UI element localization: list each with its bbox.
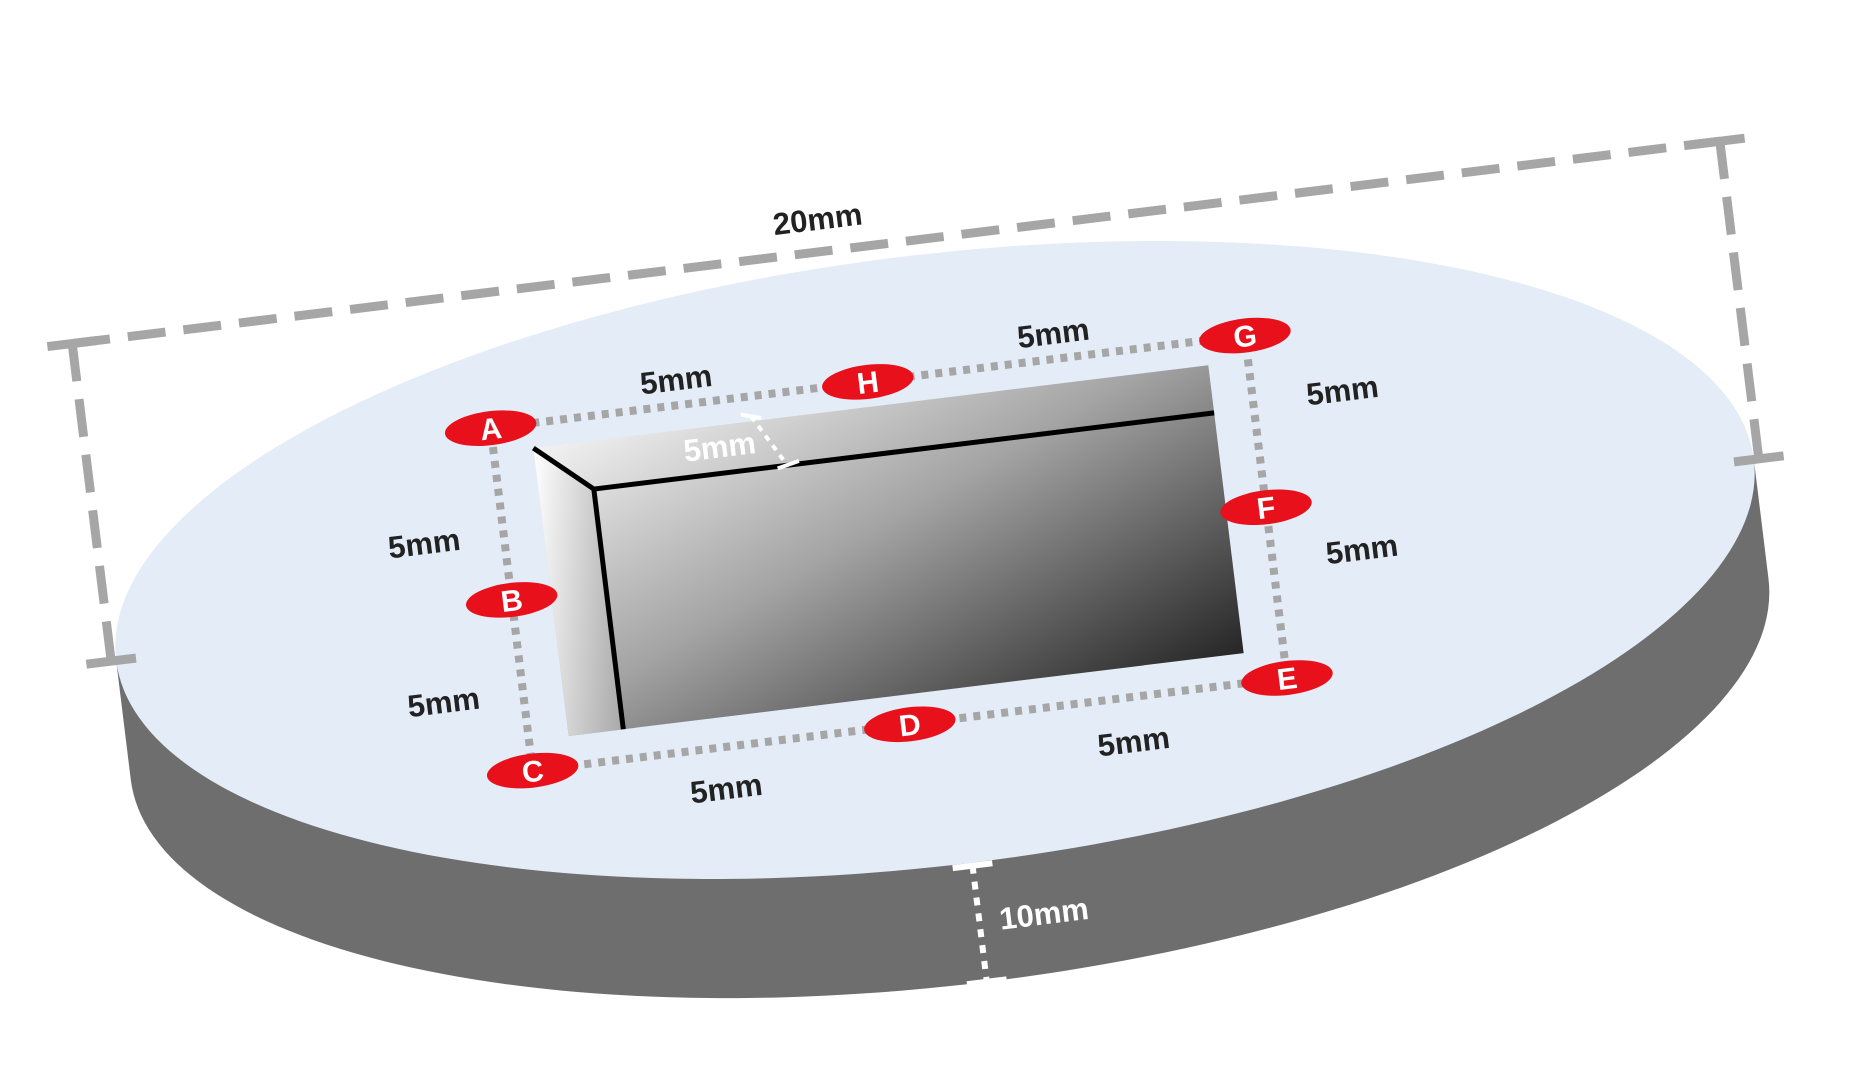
- diameter-dimension: [46, 133, 1785, 669]
- svg-text:B: B: [499, 584, 525, 619]
- point-marker-e: E: [1241, 660, 1333, 697]
- svg-text:H: H: [855, 366, 881, 401]
- svg-text:C: C: [520, 754, 546, 789]
- svg-text:E: E: [1275, 662, 1299, 697]
- svg-text:F: F: [1255, 491, 1277, 526]
- svg-text:D: D: [897, 708, 923, 743]
- point-marker-g: G: [1199, 317, 1291, 355]
- svg-text:G: G: [1232, 319, 1259, 355]
- point-marker-b: B: [466, 582, 558, 619]
- diameter-label: 20mm: [771, 196, 864, 242]
- depth-indicator: [740, 412, 800, 471]
- rectangular-pocket: [531, 365, 1244, 736]
- point-marker-d: D: [864, 706, 956, 743]
- point-marker-a: A: [444, 410, 537, 447]
- svg-text:A: A: [478, 412, 504, 447]
- thickness-dimension: [952, 860, 1008, 988]
- point-marker-f: F: [1220, 489, 1312, 526]
- point-marker-h: H: [822, 364, 914, 401]
- point-marker-c: C: [486, 752, 579, 790]
